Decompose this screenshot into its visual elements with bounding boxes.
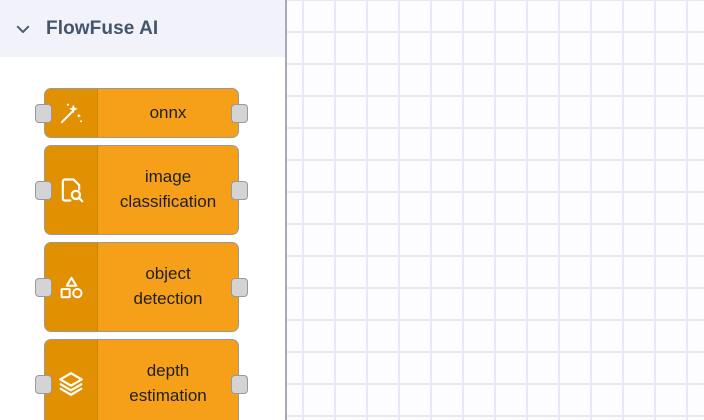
palette-node-label: object detection bbox=[98, 243, 238, 331]
node-output-port[interactable] bbox=[231, 104, 248, 123]
palette-node-image-classification[interactable]: image classification bbox=[35, 145, 248, 235]
file-search-icon bbox=[45, 146, 98, 234]
layers-icon bbox=[45, 340, 98, 420]
node-label-line: estimation bbox=[129, 386, 207, 405]
node-input-port[interactable] bbox=[35, 104, 52, 123]
node-label-line: object bbox=[145, 264, 191, 284]
palette-node-label: image classification bbox=[98, 146, 238, 234]
palette-node-object-detection[interactable]: object detection bbox=[35, 242, 248, 332]
node-input-port[interactable] bbox=[35, 375, 52, 394]
magic-wand-sparkles-icon bbox=[45, 89, 98, 137]
node-label-line: image bbox=[144, 167, 192, 187]
node-label-line: onnx bbox=[149, 102, 187, 122]
node-label-line: classification bbox=[119, 192, 217, 211]
palette-node-onnx[interactable]: onnx bbox=[35, 88, 248, 138]
palette-node-depth-estimation[interactable]: depth estimation bbox=[35, 339, 248, 420]
node-palette: FlowFuse AI onnx bbox=[0, 0, 285, 420]
node-input-port[interactable] bbox=[35, 181, 52, 200]
node-label-line: detection bbox=[133, 289, 203, 308]
node-output-port[interactable] bbox=[231, 278, 248, 297]
node-output-port[interactable] bbox=[231, 181, 248, 200]
palette-node-label: onnx bbox=[98, 89, 238, 137]
palette-category-title: FlowFuse AI bbox=[46, 18, 159, 39]
chevron-down-icon[interactable] bbox=[14, 20, 32, 38]
flow-canvas[interactable] bbox=[285, 0, 704, 420]
palette-node-label: depth estimation bbox=[98, 340, 238, 420]
shapes-icon bbox=[45, 243, 98, 331]
palette-category-header[interactable]: FlowFuse AI bbox=[0, 0, 285, 57]
node-output-port[interactable] bbox=[231, 375, 248, 394]
canvas-grid bbox=[287, 0, 704, 420]
palette-node-list: onnx image bbox=[0, 57, 285, 420]
palette-canvas-divider[interactable] bbox=[285, 0, 287, 420]
node-input-port[interactable] bbox=[35, 278, 52, 297]
node-label-line: depth bbox=[146, 361, 190, 381]
